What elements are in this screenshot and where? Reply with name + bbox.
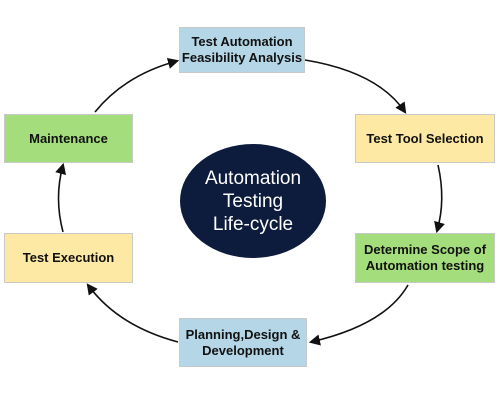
step-maintenance: Maintenance	[4, 114, 133, 163]
step-label-line-2: Feasibility Analysis	[181, 50, 303, 65]
step-planning-design-development: Planning,Design & Development	[179, 318, 307, 367]
step-label-line-1: Planning,Design &	[185, 326, 301, 342]
step-label-line-2: Automation testing	[365, 258, 485, 273]
step-determine-scope: Determine Scope of Automation testing	[355, 233, 495, 283]
step-feasibility-analysis: Test Automation Feasibility Analysis	[179, 27, 305, 73]
step-label-line-1: Test Automation	[191, 34, 293, 49]
center-circle: Automation Testing Life-cycle	[180, 144, 326, 258]
arrow-tool-selection-to-scope	[434, 164, 445, 234]
step-label-line-1: Determine Scope of	[363, 242, 487, 257]
step-tool-selection: Test Tool Selection	[355, 114, 495, 163]
arrow-planning-to-execution	[86, 283, 179, 343]
step-label-line-1: Maintenance	[29, 130, 108, 146]
center-title-line-2: Testing	[222, 190, 284, 212]
arrow-scope-to-planning	[308, 284, 409, 346]
arrow-feasibility-to-tool-selection	[304, 59, 407, 114]
arrow-execution-to-maintenance	[55, 162, 67, 233]
step-label-line-1: Test Tool Selection	[366, 130, 484, 146]
arrow-maintenance-to-feasibility	[94, 57, 180, 113]
center-title-line-1: Automation	[204, 167, 302, 189]
step-label-line-1: Test Execution	[22, 250, 115, 265]
step-test-execution: Test Execution	[4, 233, 133, 283]
step-label-line-2: Development	[202, 342, 284, 358]
center-title-line-3: Life-cycle	[212, 213, 294, 235]
